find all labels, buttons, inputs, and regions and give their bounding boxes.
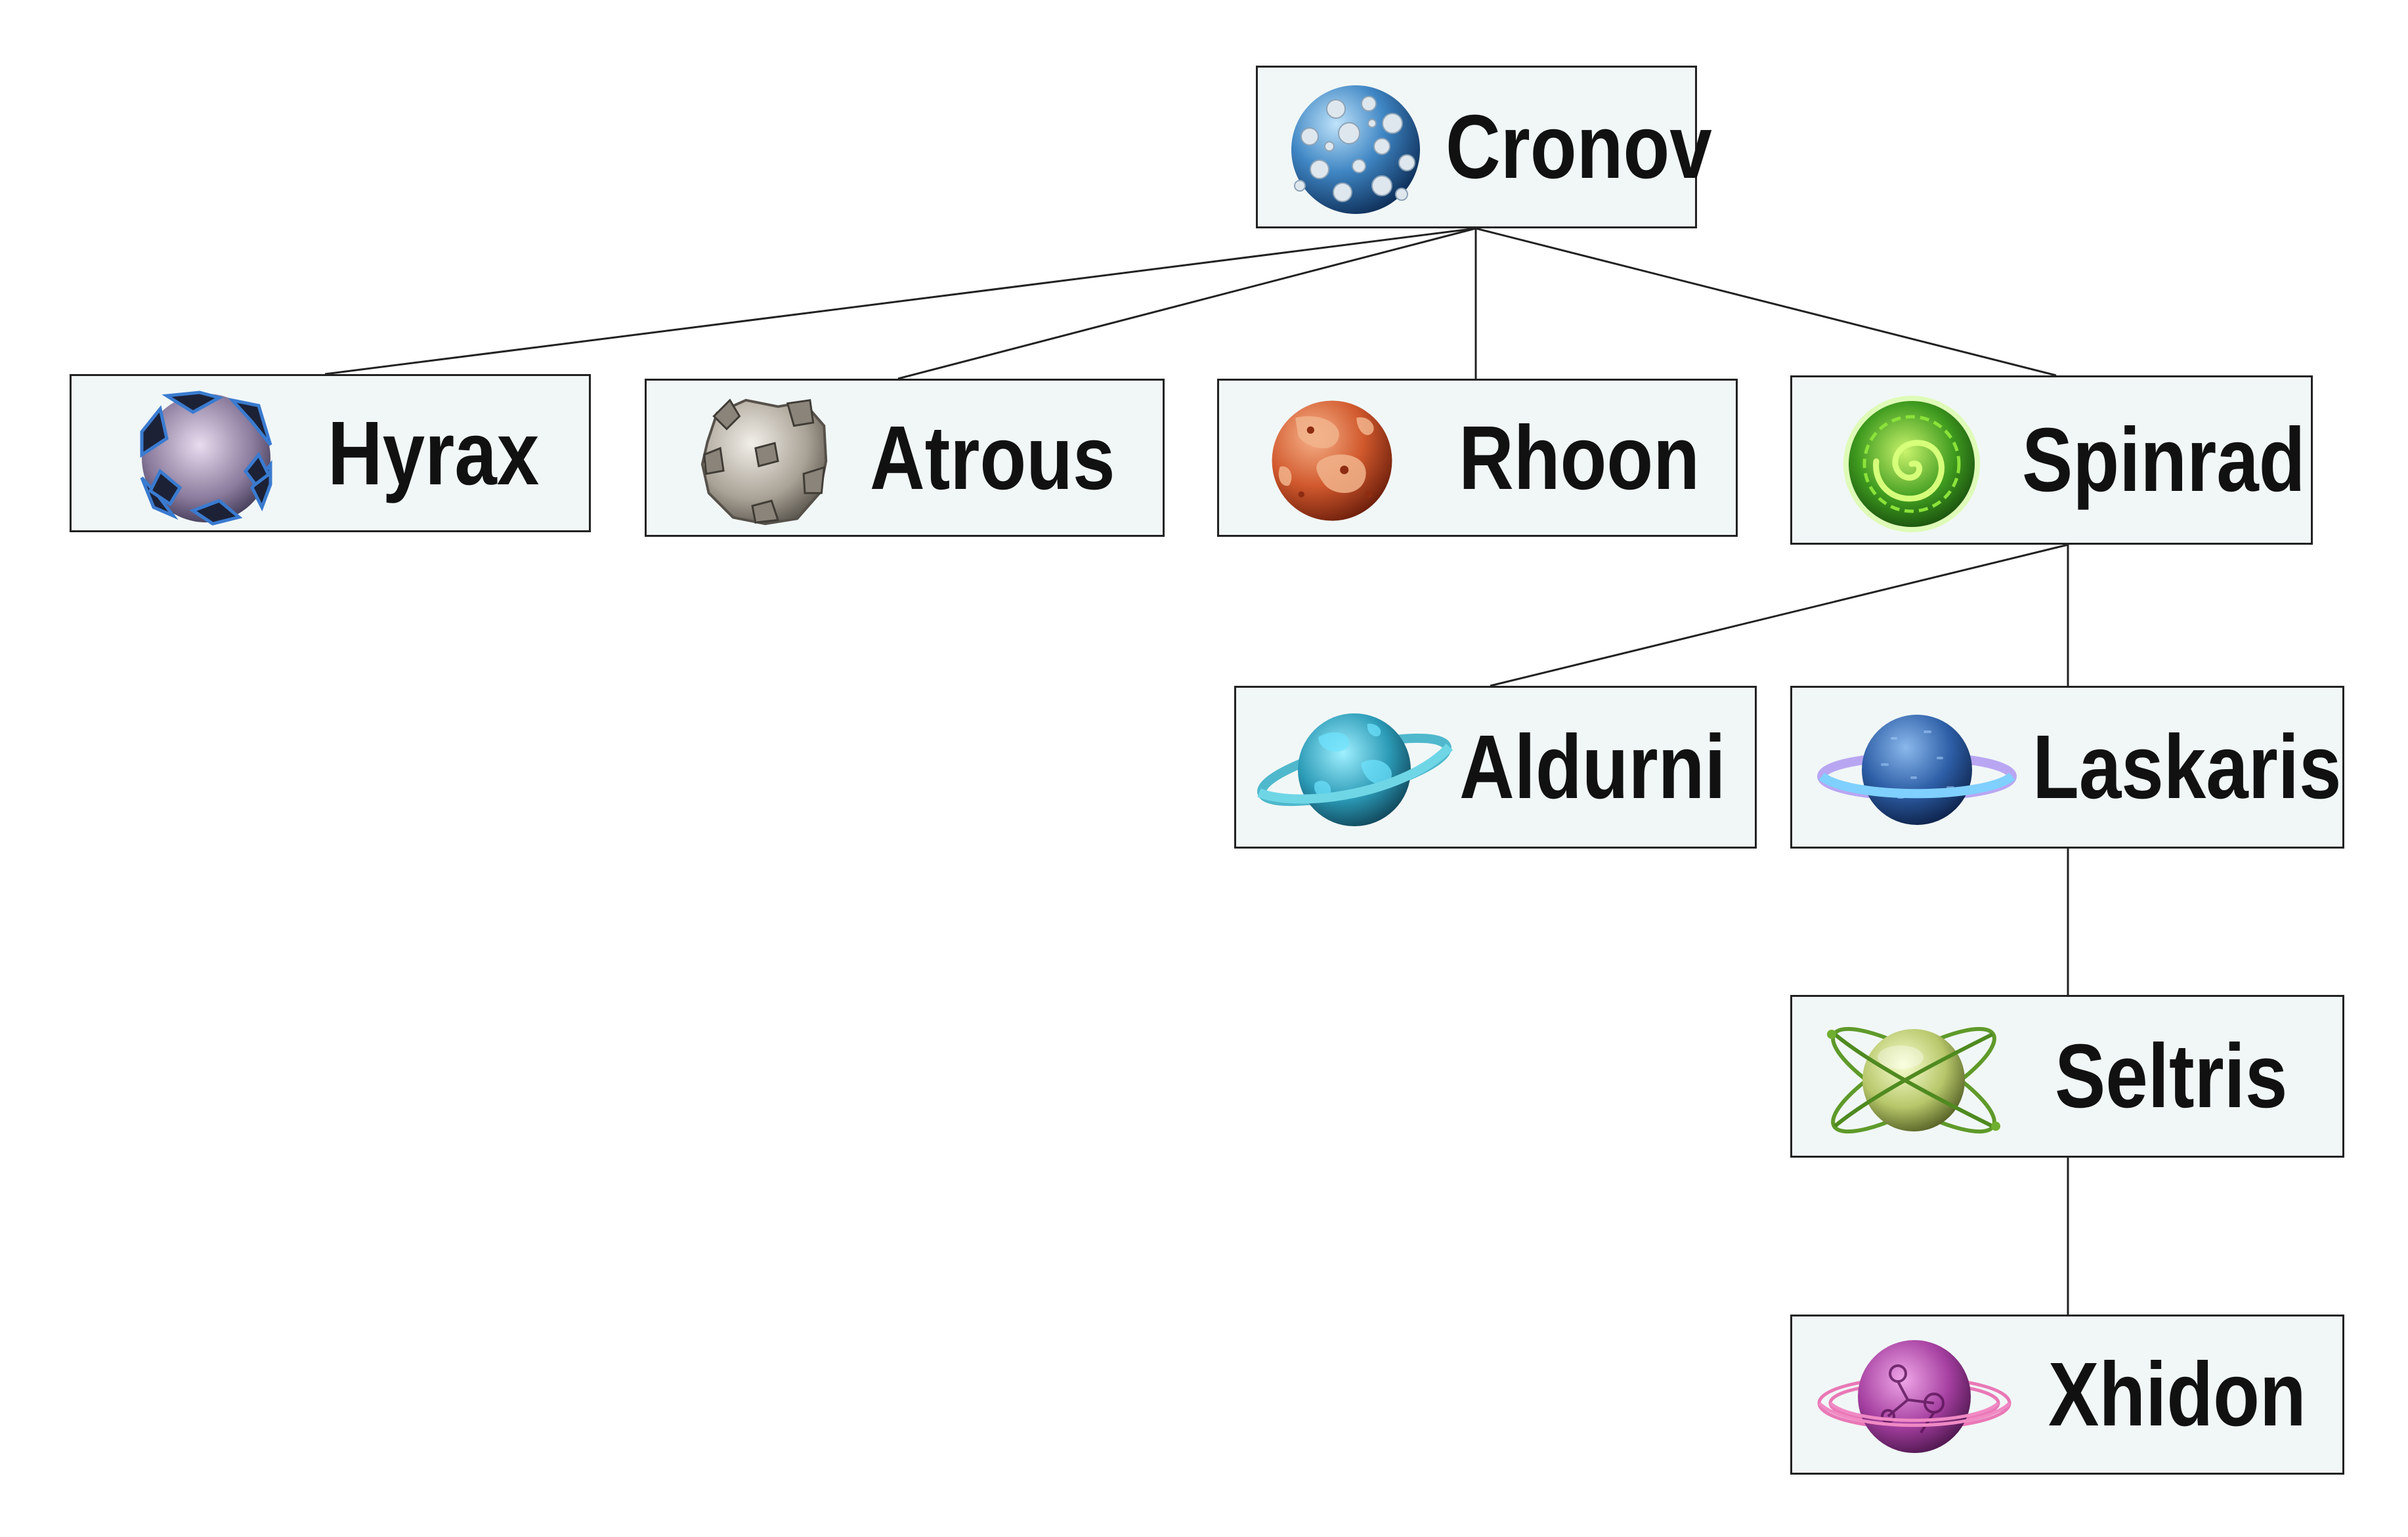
node-label: Hyrax [328,402,540,504]
node-label: Xhidon [2048,1344,2306,1445]
rock-asteroid-icon [700,398,828,526]
edge-cronov-atrous [897,227,1476,380]
green-orbit-planet-icon [1827,1026,2000,1134]
edge-cronov-hyrax [324,227,1476,375]
node-xhidon: Xhidon [1790,1315,2344,1475]
node-label: Laskaris [2032,717,2342,818]
node-label: Spinrad [2022,410,2306,511]
red-mars-planet-icon [1272,400,1392,521]
node-rhoon: Rhoon [1217,379,1738,537]
cracked-shell-planet-icon [140,390,272,526]
node-label: Seltris [2055,1026,2288,1127]
edge-spinrad-aldurni [1490,543,2069,687]
node-spinrad: Spinrad [1790,375,2313,545]
node-aldurni: Aldurni [1234,686,1757,849]
node-seltris: Seltris [1790,995,2344,1158]
node-label: Aldurni [1459,717,1726,818]
purple-ringed-planet-icon [1817,1340,2011,1453]
node-label: Rhoon [1459,407,1700,509]
node-label: Cronov [1446,96,1712,198]
blue-ringed-planet-icon [1817,715,2017,825]
node-laskaris: Laskaris [1790,686,2344,849]
edge-cronov-spinrad [1475,227,2057,377]
teal-ringed-planet-icon [1257,713,1453,826]
green-spiral-planet-icon [1843,396,1980,532]
blue-moon-planet-icon [1291,85,1420,214]
node-cronov: Cronov [1256,66,1712,228]
node-hyrax: Hyrax [70,374,591,532]
node-label: Atrous [870,407,1115,509]
node-atrous: Atrous [645,379,1165,537]
